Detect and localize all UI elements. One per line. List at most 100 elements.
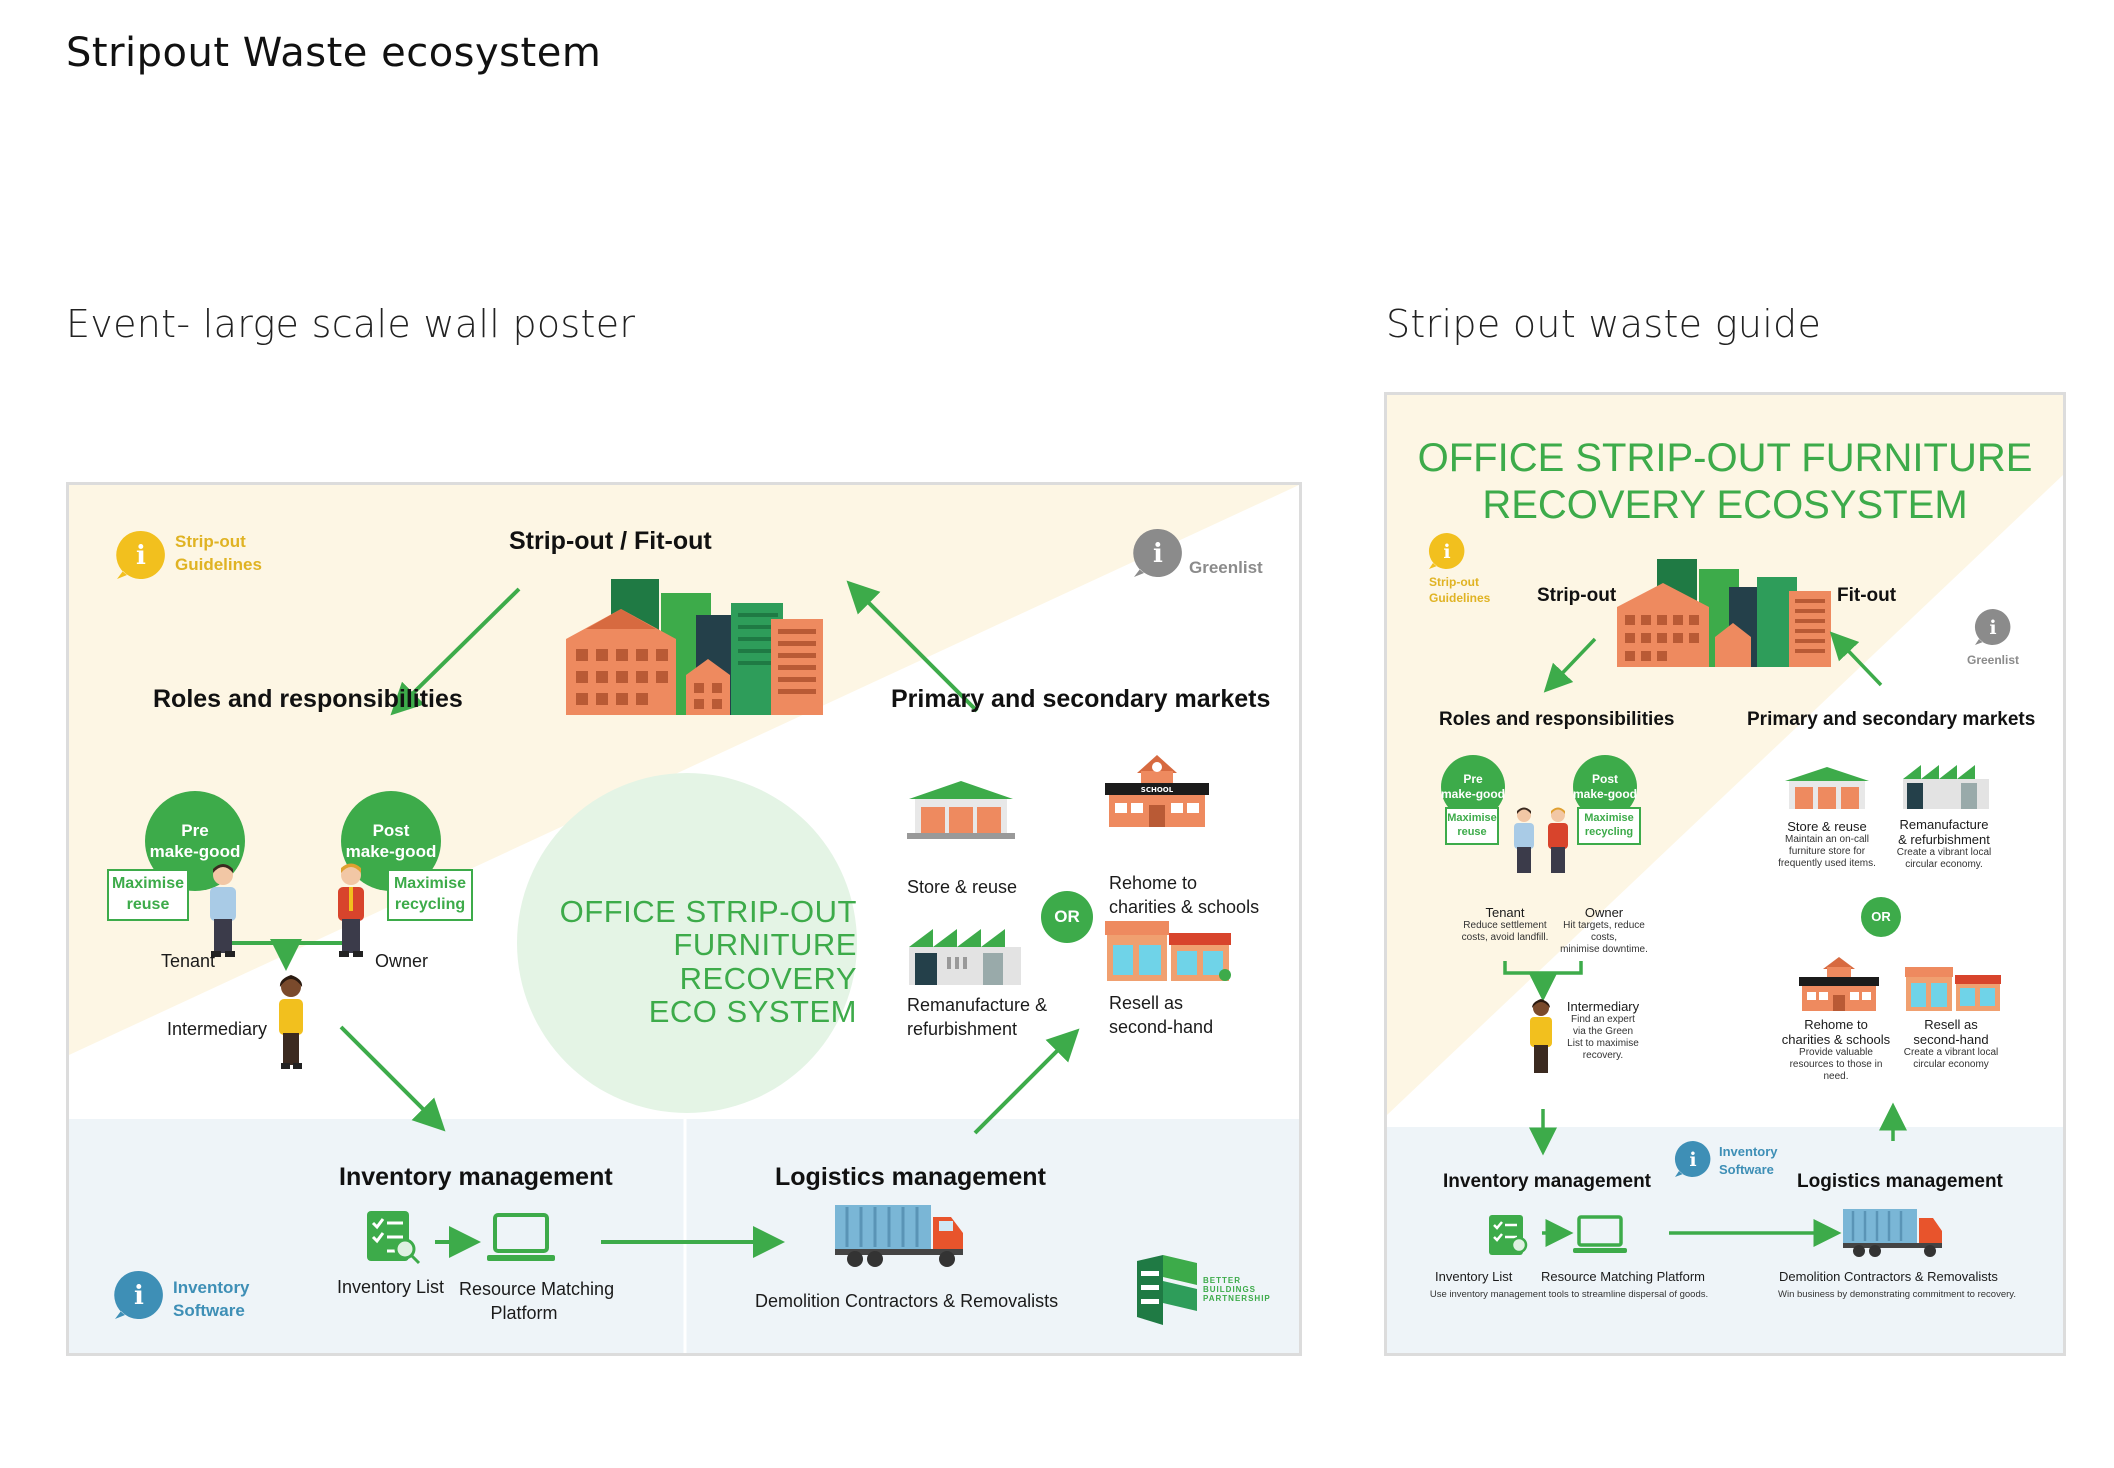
- inventory-list-icon: [367, 1211, 421, 1265]
- g-int-desc-3: List to maximise: [1567, 1038, 1639, 1049]
- guide-inventory-list-label: Inventory List: [1435, 1269, 1513, 1284]
- g-guidelines-line-1: Strip-out: [1429, 575, 1479, 589]
- factory-icon: [909, 929, 1021, 985]
- g-rehome-desc-3: need.: [1823, 1071, 1849, 1082]
- tenant-label: Tenant: [161, 951, 216, 971]
- g-owner-desc-1: Hit targets, reduce costs,: [1563, 920, 1645, 943]
- greenlist-link[interactable]: Greenlist: [1189, 558, 1263, 577]
- guide-roles-title: Roles and responsibilities: [1439, 709, 1675, 730]
- intermediary-figure: [279, 975, 303, 1069]
- guide-intermediary-figure: [1530, 999, 1552, 1073]
- post-line-1: Post: [372, 820, 410, 840]
- g-owner-desc-2: minimise downtime.: [1560, 944, 1648, 955]
- greenlist-info-icon[interactable]: i: [1132, 527, 1184, 579]
- guide-guidelines-info-icon[interactable]: i: [1427, 531, 1467, 571]
- inventory-software-info-icon[interactable]: i: [113, 1269, 165, 1321]
- markets-title: Primary and secondary markets: [891, 685, 1271, 713]
- guide-school-icon: [1799, 957, 1879, 1011]
- section-title-poster: Event- large scale wall poster: [66, 302, 636, 346]
- reman-label: Remanufacture & refurbishment: [907, 993, 1047, 1042]
- guide-logistics-title: Logistics management: [1797, 1171, 2003, 1192]
- recycling-line-1: Maximise: [393, 875, 467, 892]
- resource-line-1: Resource Matching: [459, 1279, 615, 1299]
- demolition-label: Demolition Contractors & Removalists: [755, 1291, 1059, 1311]
- g-reman-line-2: & refurbishment: [1898, 832, 1990, 847]
- guide-or-badge: OR: [1861, 897, 1901, 937]
- guide-resell-block: Resell as second-hand Create a vibrant l…: [1891, 1017, 2011, 1071]
- warehouse-icon: [907, 781, 1015, 839]
- inventory-title: Inventory management: [339, 1163, 613, 1191]
- guide-tenant-figure: [1514, 807, 1534, 873]
- resell-label: Resell as second-hand: [1109, 991, 1213, 1040]
- guide-maximise-reuse-tag: Maximise reuse: [1445, 807, 1499, 845]
- center-line-1: OFFICE STRIP-OUT: [559, 894, 857, 929]
- g-resell-line-2: second-hand: [1913, 1032, 1989, 1047]
- strip-out-guidelines-link[interactable]: Strip-out Guidelines: [175, 531, 262, 577]
- store-reuse-label: Store & reuse: [907, 877, 1018, 897]
- guide-title-line-2: RECOVERY ECOSYSTEM: [1482, 483, 1968, 528]
- info-icon[interactable]: i: [115, 529, 167, 581]
- svg-text:i: i: [136, 541, 146, 571]
- guide-laptop-icon: [1573, 1215, 1627, 1253]
- g-reuse-line-1: Maximise: [1447, 812, 1497, 824]
- maximise-reuse-tag: Maximise reuse: [107, 869, 189, 921]
- section-title-guide: Stripe out waste guide: [1386, 302, 1822, 346]
- guide-buildings-illustration: [1617, 559, 1831, 667]
- guide-inventory-software-info-icon[interactable]: i: [1673, 1139, 1713, 1179]
- wall-poster: i Strip-out Guidelines i Greenlist Strip…: [66, 482, 1302, 1356]
- g-guidelines-line-2: Guidelines: [1429, 590, 1491, 605]
- guidelines-line-1: Strip-out: [175, 532, 246, 551]
- g-reuse-line-2: reuse: [1457, 826, 1487, 839]
- g-rehome-line-1: Rehome to: [1804, 1017, 1868, 1032]
- tenant-figure: [210, 864, 236, 957]
- g-int-desc-1: Find an expert: [1571, 1014, 1635, 1025]
- g-int-desc-4: recovery.: [1582, 1050, 1624, 1061]
- guide-tenant-block: Tenant Reduce settlement costs, avoid la…: [1457, 905, 1553, 944]
- guide-intermediary-label: Intermediary: [1566, 999, 1640, 1014]
- resell-line-2: second-hand: [1109, 1017, 1214, 1038]
- guide-store-block: Store & reuse Maintain an on-call furnit…: [1767, 819, 1887, 870]
- g-tenant-desc-1: Reduce settlement: [1463, 920, 1547, 931]
- page-title: Stripout Waste ecosystem: [66, 30, 602, 76]
- guide-intermediary-block: Intermediary Find an expert via the Gree…: [1563, 999, 1643, 1062]
- g-resell-line-1: Resell as: [1924, 1017, 1978, 1032]
- g-reman-desc-1: Create a vibrant local: [1896, 847, 1992, 858]
- g-store-desc-3: frequently used items.: [1778, 858, 1876, 869]
- guide-flow-arrows: [1503, 631, 1907, 1247]
- resell-line-1: Resell as: [1109, 993, 1184, 1013]
- logo-line-3: PARTNERSHIP: [1203, 1293, 1271, 1303]
- reuse-line-2: reuse: [126, 895, 170, 913]
- guide-greenlist-info-icon[interactable]: i: [1973, 607, 2013, 647]
- school-sign: SCHOOL: [1141, 786, 1174, 794]
- or-badge: OR: [1041, 891, 1093, 943]
- guidelines-line-2: Guidelines: [175, 554, 262, 574]
- reuse-line-1: Maximise: [111, 875, 185, 892]
- post-line-2: make-good: [345, 842, 437, 861]
- g-rehome-desc-2: resources to those in: [1789, 1059, 1883, 1070]
- svg-text:i: i: [134, 1281, 144, 1311]
- logo-line-2: BUILDINGS: [1203, 1284, 1256, 1294]
- guide-greenlist-link[interactable]: Greenlist: [1967, 653, 2020, 667]
- guide-inventory-desc: Use inventory management tools to stream…: [1429, 1289, 1709, 1300]
- reman-line-2: refurbishment: [907, 1019, 1018, 1040]
- ecosystem-center-text: OFFICE STRIP-OUT FURNITURE RECOVERY ECO …: [517, 895, 857, 1029]
- g-inv-soft-line-2: Software: [1719, 1161, 1774, 1177]
- logo-line-1: BETTER: [1203, 1276, 1241, 1285]
- guide-title: OFFICE STRIP-OUT FURNITURE RECOVERY ECOS…: [1387, 435, 2063, 529]
- guide-rehome-block: Rehome to charities & schools Provide va…: [1771, 1017, 1901, 1083]
- guide-strip-out-label: Strip-out: [1537, 585, 1617, 606]
- g-int-desc-2: via the Green: [1572, 1026, 1634, 1037]
- guide-inventory-list-icon: [1489, 1215, 1528, 1255]
- truck-icon: [835, 1205, 963, 1267]
- better-buildings-logo: [1137, 1255, 1197, 1325]
- svg-text:i: i: [1689, 1149, 1696, 1171]
- reman-line-1: Remanufacture &: [907, 995, 1048, 1015]
- guide-owner-label: Owner: [1584, 905, 1624, 920]
- owner-figure: [338, 863, 364, 957]
- g-post-line-1: Post: [1591, 772, 1618, 786]
